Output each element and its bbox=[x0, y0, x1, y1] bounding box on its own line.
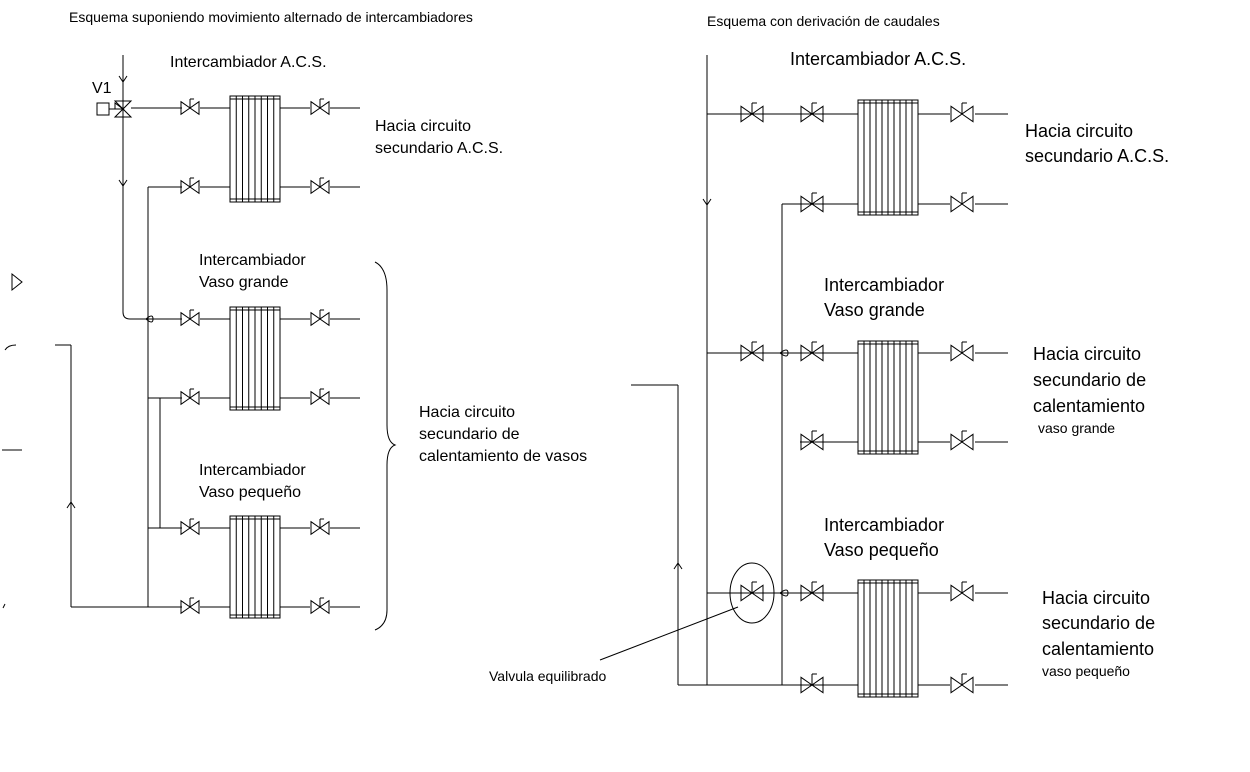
left-hx-pequeno-line2: Vaso pequeño bbox=[199, 484, 301, 501]
left-acs-valve-out-1 bbox=[310, 179, 321, 195]
right-acs-valve-out-1-b bbox=[961, 195, 974, 213]
right-grande-valve-in-0 bbox=[800, 344, 813, 362]
right-acs-valve-in-1-b bbox=[811, 195, 824, 213]
right-pequeno-valve-out-0-b bbox=[961, 584, 974, 602]
left-acs-valve-in-0 bbox=[180, 100, 191, 116]
right-grande-valve-in-1 bbox=[800, 433, 813, 451]
v1-valve-side bbox=[114, 102, 125, 110]
left-pequeno-valve-in-0-b bbox=[189, 520, 200, 536]
right-hx-pequeno-line1: Intercambiador bbox=[824, 515, 944, 535]
left-hx-grande-line1: Intercambiador bbox=[199, 252, 306, 269]
left-grande-valve-out-0-b bbox=[319, 311, 330, 327]
right-pequeno-target-line3: calentamiento bbox=[1042, 639, 1154, 659]
left-title: Esquema suponiendo movimiento alternado … bbox=[69, 9, 473, 25]
right-pequeno-valve-in-1 bbox=[800, 676, 813, 694]
left-vasos-target-line1: Hacia circuito bbox=[419, 404, 515, 421]
right-acs-valve-in-0-b bbox=[811, 105, 824, 123]
left-grande-valve-out-1-b bbox=[319, 390, 330, 406]
left-acs-valve-out-1-b bbox=[319, 179, 330, 195]
right-hx-grande-line2: Vaso grande bbox=[824, 300, 925, 320]
right-acs-valve-in-0 bbox=[800, 105, 813, 123]
right-grande-target-line2: secundario de bbox=[1033, 370, 1146, 390]
left-pequeno-valve-in-1-b bbox=[189, 599, 200, 615]
labels: Esquema suponiendo movimiento alternado … bbox=[69, 9, 1169, 684]
right-grande-valve-out-1 bbox=[950, 433, 963, 451]
right-grande-valve-out-1-b bbox=[961, 433, 974, 451]
right-pequeno-valve-in-0-b bbox=[811, 584, 824, 602]
right-acs-valve-out-0-b bbox=[961, 105, 974, 123]
right-bypass-valve-1-b bbox=[751, 344, 764, 362]
right-bypass-valve-0 bbox=[740, 105, 753, 123]
right-hx-pequeno-line2: Vaso pequeño bbox=[824, 540, 939, 560]
left-pequeno-valve-in-0 bbox=[180, 520, 191, 536]
left-pequeno-valve-out-1 bbox=[310, 599, 321, 615]
right-hx-acs-label: Intercambiador A.C.S. bbox=[790, 49, 966, 69]
left-vasos-target-line2: secundario de bbox=[419, 426, 520, 443]
right-bypass-valve-2 bbox=[740, 584, 753, 602]
right-pequeno-valve-in-0 bbox=[800, 584, 813, 602]
left-grande-valve-out-1 bbox=[310, 390, 321, 406]
dynamic-components bbox=[113, 95, 1008, 698]
left-grande-valve-out-0 bbox=[310, 311, 321, 327]
right-bypass-valve-2-b bbox=[751, 584, 764, 602]
balancing-valve-label: Valvula equilibrado bbox=[489, 668, 606, 684]
right-piping bbox=[599, 55, 800, 686]
left-hx-grande-line2: Vaso grande bbox=[199, 274, 289, 291]
left-grande-valve-in-0-b bbox=[189, 311, 200, 327]
right-pequeno-valve-in-1-b bbox=[811, 676, 824, 694]
left-acs-valve-out-0-b bbox=[319, 100, 330, 116]
right-pequeno-target-line2: secundario de bbox=[1042, 613, 1155, 633]
right-grande-valve-out-0-b bbox=[961, 344, 974, 362]
right-acs-valve-in-1 bbox=[800, 195, 813, 213]
right-grande-valve-in-1-b bbox=[811, 433, 824, 451]
right-acs-target-line2: secundario A.C.S. bbox=[1025, 146, 1169, 166]
right-bypass-valve-0-b bbox=[751, 105, 764, 123]
left-hx-acs-label: Intercambiador A.C.S. bbox=[170, 54, 327, 71]
right-acs-target-line1: Hacia circuito bbox=[1025, 121, 1133, 141]
right-crossover-2 bbox=[779, 589, 789, 597]
left-acs-valve-in-1 bbox=[180, 179, 191, 195]
left-pequeno-valve-out-0-b bbox=[319, 520, 330, 536]
left-crossover bbox=[145, 315, 154, 323]
right-pequeno-target-line4: vaso pequeño bbox=[1042, 663, 1130, 679]
right-hx-grande-line1: Intercambiador bbox=[824, 275, 944, 295]
right-title: Esquema con derivación de caudales bbox=[707, 13, 940, 29]
left-acs-target-line2: secundario A.C.S. bbox=[375, 140, 503, 157]
right-grande-target-line4: vaso grande bbox=[1038, 420, 1115, 436]
left-grande-valve-in-1 bbox=[180, 390, 191, 406]
right-acs-valve-out-1 bbox=[950, 195, 963, 213]
right-pequeno-target-line1: Hacia circuito bbox=[1042, 588, 1150, 608]
left-hx-pequeno-line1: Intercambiador bbox=[199, 462, 306, 479]
left-piping bbox=[2, 55, 397, 631]
right-grande-target-line1: Hacia circuito bbox=[1033, 344, 1141, 364]
right-grande-valve-in-0-b bbox=[811, 344, 824, 362]
balancing-valve-ring bbox=[729, 562, 775, 624]
left-acs-valve-out-0 bbox=[310, 100, 321, 116]
right-pequeno-valve-out-1 bbox=[950, 676, 963, 694]
right-grande-valve-out-0 bbox=[950, 344, 963, 362]
right-pequeno-valve-out-0 bbox=[950, 584, 963, 602]
left-vasos-target-line3: calentamiento de vasos bbox=[419, 448, 587, 465]
left-grande-valve-in-1-b bbox=[189, 390, 200, 406]
right-grande-target-line3: calentamiento bbox=[1033, 396, 1145, 416]
left-acs-valve-in-1-b bbox=[189, 179, 200, 195]
left-acs-target-line1: Hacia circuito bbox=[375, 118, 471, 135]
left-grande-valve-in-0 bbox=[180, 311, 191, 327]
right-crossover-1 bbox=[779, 349, 789, 357]
left-pequeno-valve-in-1 bbox=[180, 599, 191, 615]
right-pequeno-valve-out-1-b bbox=[961, 676, 974, 694]
right-bypass-valve-1 bbox=[740, 344, 753, 362]
right-acs-valve-out-0 bbox=[950, 105, 963, 123]
left-acs-valve-in-0-b bbox=[189, 100, 200, 116]
left-pequeno-valve-out-0 bbox=[310, 520, 321, 536]
left-pequeno-valve-out-1-b bbox=[319, 599, 330, 615]
valve-v1-label: V1 bbox=[92, 80, 112, 97]
